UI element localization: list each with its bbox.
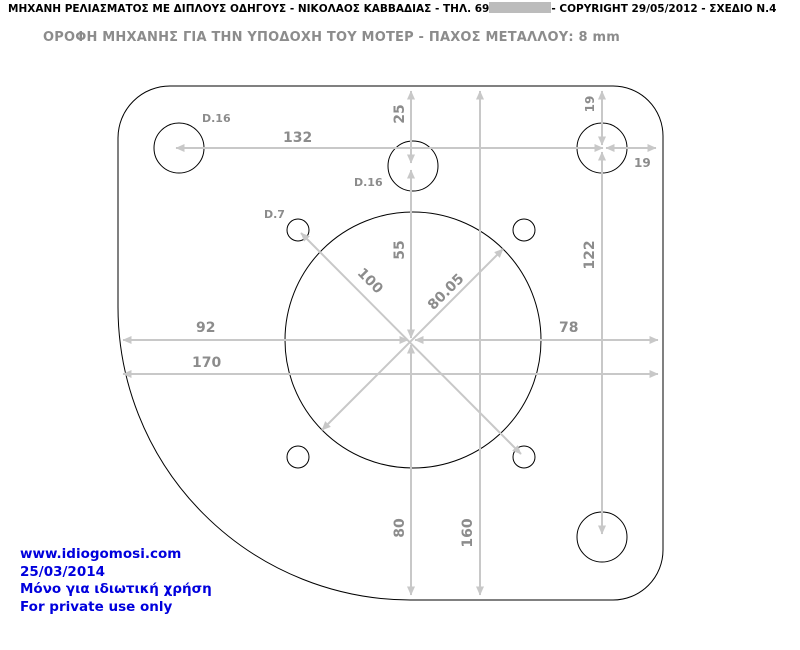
redacted-phone-number [489,2,552,13]
label-dimension-80: 80 [392,518,408,538]
footer-notice: www.idiogomosi.com 25/03/2014 Μόνο για ι… [20,546,212,616]
dimension-line-80-05 [321,248,504,431]
footer-private-use-greek: Μόνο για ιδιωτική χρήση [20,581,212,597]
label-dimension-25: 25 [392,104,408,123]
header-title: ΜΗΧΑΝΗ ΡΕΛΙΑΣΜΑΤΟΣ ΜΕ ΔΙΠΛΟΥΣ ΟΔΗΓΟΥΣ - … [8,3,490,15]
label-dimension-170: 170 [192,355,221,371]
header-copyright: - COPYRIGHT 29/05/2012 - ΣΧΕΔΙΟ Ν.4 [551,3,777,15]
label-dimension-19-vertical: 19 [583,96,597,113]
footer-private-use-english: For private use only [20,598,173,615]
hole-d7-bottom-right [512,445,536,469]
label-d7: D.7 [264,208,285,221]
footer-website: www.idiogomosi.com [20,546,182,562]
label-dimension-55: 55 [392,240,408,259]
drawing-header: ΜΗΧΑΝΗ ΡΕΛΙΑΣΜΑΤΟΣ ΜΕ ΔΙΠΛΟΥΣ ΟΔΗΓΟΥΣ - … [8,2,776,15]
label-dimension-100: 100 [354,265,386,297]
footer-date: 25/03/2014 [20,563,106,580]
hole-d7-top-right [512,218,536,242]
label-d16-left: D.16 [202,112,231,125]
label-dimension-78: 78 [559,320,578,336]
hole-d7-bottom-left [286,445,310,469]
label-dimension-92: 92 [196,320,215,336]
plate-outline [117,85,664,601]
label-dimension-160: 160 [460,518,476,547]
label-dimension-132: 132 [283,130,312,146]
label-d16-center: D.16 [354,176,383,189]
drawing-subtitle: ΟΡΟΦΗ ΜΗΧΑΝΗΣ ΓΙΑ ΤΗΝ ΥΠΟΔΟΧΗ ΤΟΥ ΜΟΤΕΡ … [43,30,621,45]
hole-d7-top-left [286,218,310,242]
label-dimension-19-horizontal: 19 [634,156,651,170]
label-dimension-122: 122 [582,240,598,269]
